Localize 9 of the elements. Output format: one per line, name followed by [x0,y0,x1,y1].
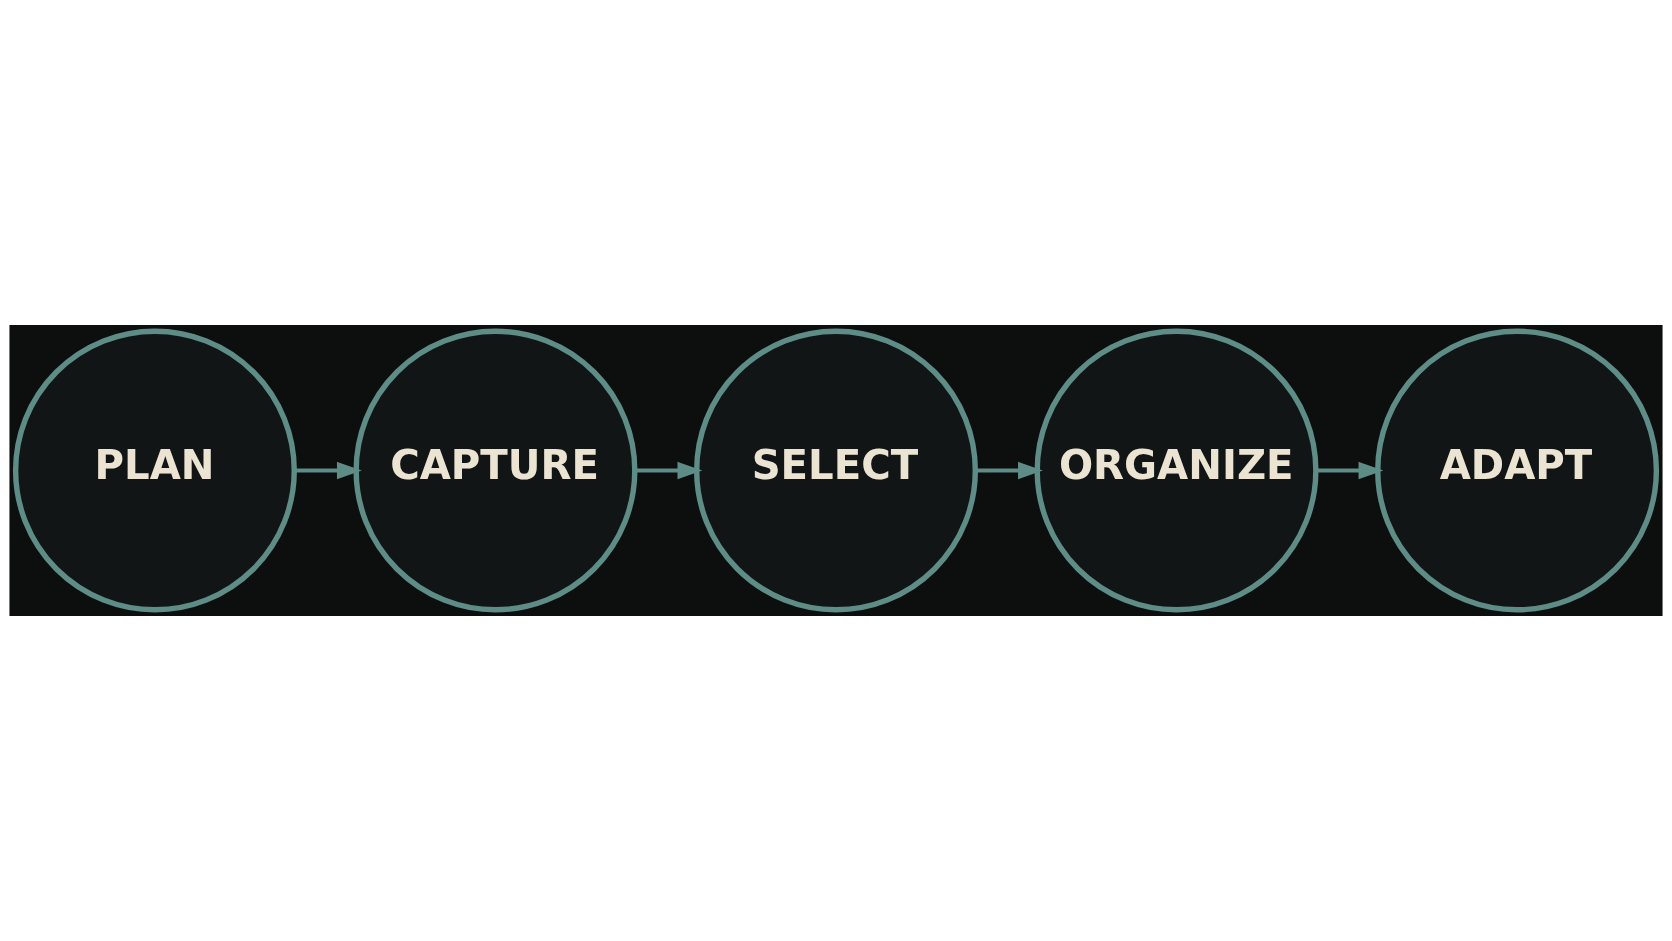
node-circle: ORGANIZE [1034,328,1319,613]
node-circle: ADAPT [1375,328,1660,613]
node-circle: SELECT [694,328,978,613]
arrow [1316,461,1384,480]
node-circle: PLAN [12,328,297,613]
arrow [635,461,703,480]
arrow [975,461,1043,480]
arrow [294,461,362,480]
node-circle: CAPTURE [353,328,638,613]
